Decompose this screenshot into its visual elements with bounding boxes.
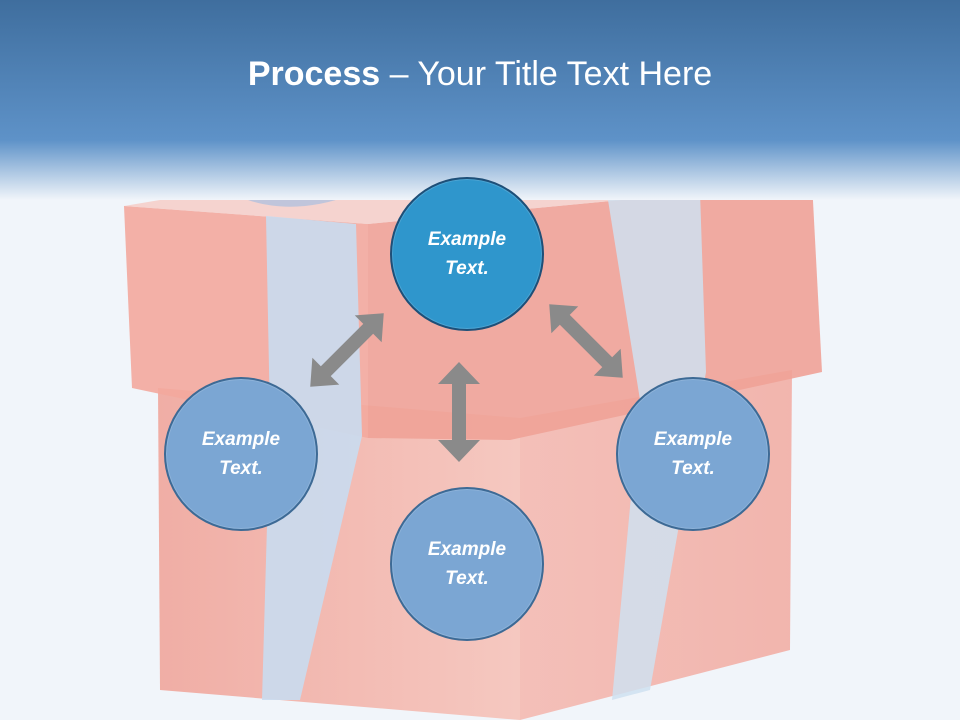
node-top-label: Example Text. xyxy=(427,229,507,279)
process-node-left[interactable]: Example Text. xyxy=(164,377,318,531)
title-bold: Process xyxy=(247,55,381,93)
slide-title: Process – Your Title Text Here xyxy=(0,52,960,96)
process-node-bottom[interactable]: Example Text. xyxy=(390,487,544,641)
title-text: – Your Title Text Here xyxy=(380,55,713,93)
node-right-label: Example Text. xyxy=(653,429,733,479)
process-node-top[interactable]: Example Text. xyxy=(390,177,544,331)
node-left-label: Example Text. xyxy=(201,429,281,479)
process-node-right[interactable]: Example Text. xyxy=(616,377,770,531)
node-bottom-label: Example Text. xyxy=(427,539,507,589)
